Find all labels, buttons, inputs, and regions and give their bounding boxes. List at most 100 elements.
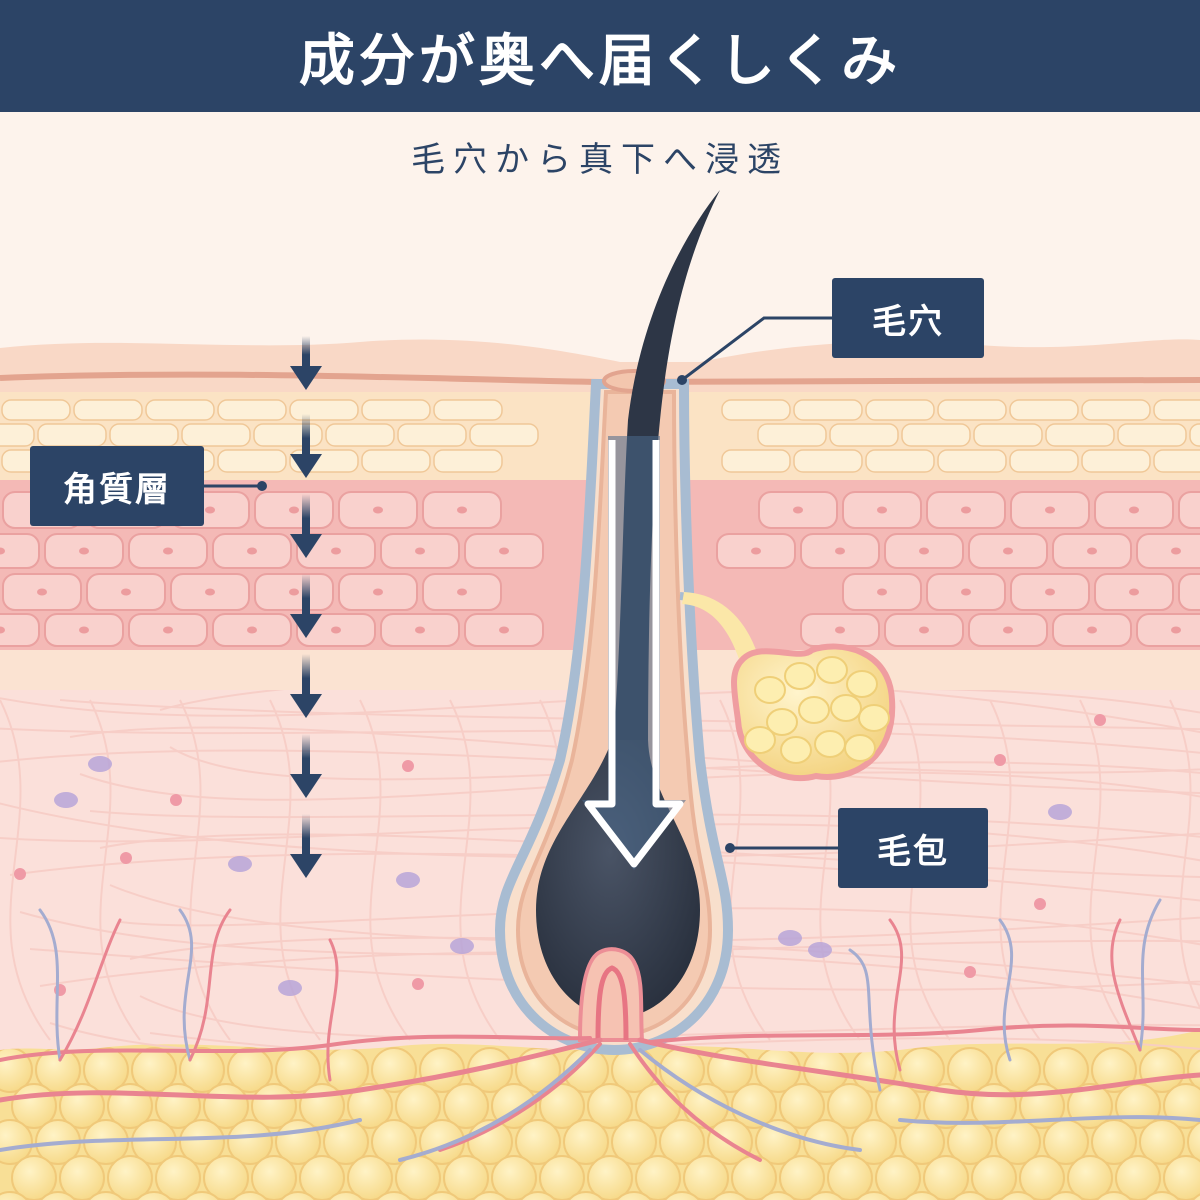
cell-nucleus bbox=[1003, 547, 1013, 555]
nerve-fiber bbox=[1138, 898, 1162, 1052]
down-arrow-icon bbox=[290, 734, 322, 798]
leader-pore-dot bbox=[677, 375, 687, 385]
cell-nucleus bbox=[331, 547, 341, 555]
gland-cell bbox=[766, 708, 798, 736]
gland-cell bbox=[744, 726, 776, 754]
horny-cell bbox=[1, 399, 71, 421]
collagen-fiber bbox=[0, 699, 51, 1041]
fat-cell bbox=[135, 1191, 173, 1200]
cell-nucleus bbox=[289, 588, 299, 596]
cell-nucleus bbox=[373, 588, 383, 596]
collagen-fiber bbox=[159, 690, 1200, 734]
cell-nucleus bbox=[499, 626, 509, 634]
fat-cell bbox=[851, 1119, 897, 1165]
dermis-dot bbox=[402, 760, 414, 772]
fat-cell bbox=[491, 1155, 537, 1200]
nerve-fiber bbox=[398, 1048, 592, 1162]
cell-nucleus bbox=[919, 626, 929, 634]
blood-vessel bbox=[648, 1023, 1200, 1044]
fat-cell bbox=[183, 1191, 221, 1200]
gland-cell bbox=[830, 694, 862, 722]
fat-cell bbox=[1095, 1191, 1133, 1200]
epidermis-cell bbox=[1178, 573, 1200, 611]
fibroblast bbox=[778, 930, 802, 946]
collagen-fiber bbox=[359, 699, 411, 1041]
gland-cell bbox=[844, 734, 876, 762]
horny-cell bbox=[829, 423, 899, 447]
cell-nucleus bbox=[79, 547, 89, 555]
blood-vessel bbox=[637, 1037, 1200, 1098]
cell-nucleus bbox=[247, 626, 257, 634]
nerve-fiber bbox=[848, 948, 882, 1092]
fat-cell bbox=[615, 1191, 653, 1200]
label-follicle: 毛包 bbox=[838, 808, 988, 888]
dermal-papilla bbox=[577, 947, 645, 1042]
horny-cell bbox=[181, 423, 251, 447]
leader-stratum-dot bbox=[257, 481, 267, 491]
cell-nucleus bbox=[37, 588, 47, 596]
fat-cell bbox=[971, 1155, 1017, 1200]
fat-cell bbox=[567, 1191, 605, 1200]
fat-cell bbox=[923, 1155, 969, 1200]
cell-nucleus bbox=[0, 547, 5, 555]
dermis-dot bbox=[964, 966, 976, 978]
fat-cell bbox=[0, 1191, 29, 1200]
horny-cell bbox=[37, 423, 107, 447]
nerve-fiber bbox=[638, 1048, 862, 1152]
cell-nucleus bbox=[1171, 547, 1181, 555]
fat-cell bbox=[375, 1191, 413, 1200]
horny-cell bbox=[1009, 399, 1079, 421]
epidermis-cell bbox=[1136, 533, 1200, 569]
label-pore: 毛穴 bbox=[832, 278, 984, 358]
dermis-dot bbox=[120, 852, 132, 864]
fat-cell bbox=[1091, 1047, 1137, 1093]
dermis-cells bbox=[14, 714, 1106, 996]
horny-cell bbox=[0, 423, 35, 447]
horny-cell bbox=[1081, 399, 1151, 421]
dermis-dot bbox=[1034, 898, 1046, 910]
cell-nucleus bbox=[331, 626, 341, 634]
cell-nucleus bbox=[1129, 588, 1139, 596]
fat-cell bbox=[327, 1191, 365, 1200]
collagen-fiber bbox=[149, 1032, 331, 1050]
fat-cell bbox=[231, 1191, 269, 1200]
fat-cell bbox=[1187, 1049, 1200, 1091]
cell-nucleus bbox=[877, 506, 887, 514]
fat-cell bbox=[855, 1191, 893, 1200]
fat-cell bbox=[107, 1155, 153, 1200]
cell-nucleus bbox=[1087, 547, 1097, 555]
fat-cell bbox=[711, 1191, 749, 1200]
nerve-fiber bbox=[998, 918, 1014, 1062]
horny-cell bbox=[433, 399, 503, 421]
horny-cell bbox=[361, 449, 431, 473]
cell-nucleus bbox=[1129, 506, 1139, 514]
epidermis-cell bbox=[1136, 613, 1200, 647]
leader-lines bbox=[204, 316, 838, 853]
cell-nucleus bbox=[1171, 626, 1181, 634]
fat-cell bbox=[903, 1191, 941, 1200]
fat-cell bbox=[203, 1155, 249, 1200]
fat-cell bbox=[659, 1119, 705, 1165]
collagen-fiber bbox=[449, 699, 501, 1041]
fibroblast bbox=[450, 938, 474, 954]
fat-cell bbox=[539, 1155, 585, 1200]
blood-vessel bbox=[58, 918, 122, 1062]
fat-cell bbox=[299, 1155, 345, 1200]
cell-nucleus bbox=[1045, 588, 1055, 596]
horny-cell bbox=[253, 423, 323, 447]
horny-cell bbox=[721, 399, 791, 421]
gland-cell bbox=[754, 676, 786, 704]
cell-nucleus bbox=[415, 547, 425, 555]
horny-cell bbox=[1153, 399, 1200, 421]
down-arrow-icon bbox=[290, 574, 322, 638]
collagen-fiber bbox=[0, 690, 1200, 717]
fat-cell bbox=[131, 1119, 177, 1165]
fat-cell bbox=[563, 1119, 609, 1165]
fat-cell bbox=[995, 1047, 1041, 1093]
gland-cell bbox=[780, 736, 812, 764]
cell-nucleus bbox=[79, 626, 89, 634]
fat-cells bbox=[0, 1047, 1200, 1200]
fat-cell bbox=[1019, 1155, 1065, 1200]
horny-cell bbox=[217, 399, 287, 421]
